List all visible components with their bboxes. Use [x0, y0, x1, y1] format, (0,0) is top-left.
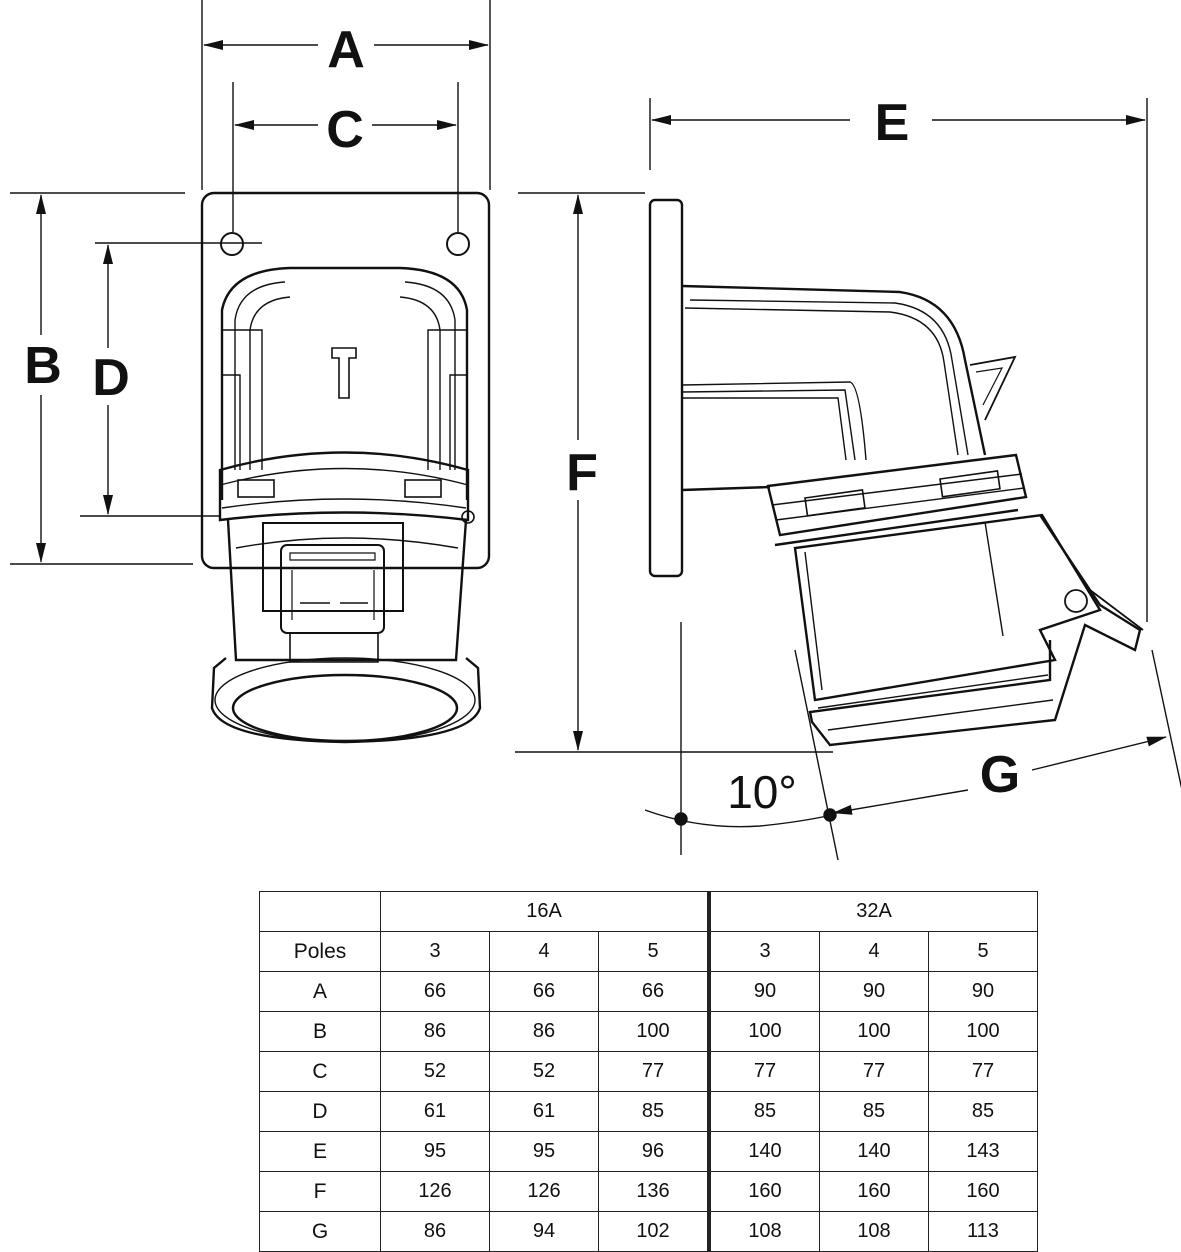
table-cell: 77 [598, 1051, 710, 1092]
table-cell: 126 [380, 1171, 490, 1212]
table-cell: 100 [819, 1011, 929, 1052]
table-cell: 126 [489, 1171, 599, 1212]
front-mounting-plate [200, 191, 491, 570]
table-pole-cell: 3 [707, 931, 820, 972]
label-a: A [327, 21, 365, 79]
front-housing-dome [220, 266, 469, 500]
table-row-label: B [259, 1011, 381, 1052]
table-cell: 90 [928, 971, 1038, 1012]
table-row-label: E [259, 1131, 381, 1172]
table-cell: 52 [380, 1051, 490, 1092]
label-c: C [326, 101, 364, 159]
label-angle: 10° [727, 766, 797, 818]
table-cell: 52 [489, 1051, 599, 1092]
table-row-label: F [259, 1171, 381, 1212]
table-cell: 160 [819, 1171, 929, 1212]
label-d: D [92, 349, 130, 407]
table-row-label: G [259, 1211, 381, 1252]
table-cell: 143 [928, 1131, 1038, 1172]
table-cell: 95 [489, 1131, 599, 1172]
side-socket-body [793, 513, 1102, 702]
table-cell: 96 [598, 1131, 710, 1172]
table-cell: 90 [819, 971, 929, 1012]
dimension-line-g [832, 789, 969, 815]
mounting-hole-left [220, 232, 244, 256]
side-mounting-plate [648, 198, 684, 578]
side-hinged-lid [808, 514, 1142, 747]
table-cell: 102 [598, 1211, 710, 1252]
side-dimensions [515, 98, 1181, 861]
table-row-label: A [259, 971, 381, 1012]
table-row-label: C [259, 1051, 381, 1092]
table-cell: 86 [380, 1011, 490, 1052]
side-elbow-body [681, 284, 987, 492]
table-group-header-row: 16A 32A [259, 891, 1038, 932]
front-view [200, 191, 491, 744]
plug-mark-t-outline [331, 347, 357, 399]
table-cell: 100 [928, 1011, 1038, 1052]
table-corner-cell [259, 891, 381, 932]
front-dimensions [10, 0, 491, 565]
table-cell: 61 [380, 1091, 490, 1132]
table-cell: 95 [380, 1131, 490, 1172]
table-cell: 77 [707, 1051, 820, 1092]
table-cell: 113 [928, 1211, 1038, 1252]
table-cell: 85 [928, 1091, 1038, 1132]
table-cell: 94 [489, 1211, 599, 1252]
table-pole-cell: 3 [380, 931, 490, 972]
label-f: F [566, 444, 598, 502]
table-cell: 77 [928, 1051, 1038, 1092]
table-cell: 160 [707, 1171, 820, 1212]
table-cell: 66 [380, 971, 490, 1012]
table-poles-row: Poles 3 4 5 3 4 5 [259, 931, 1038, 972]
table-cell: 140 [819, 1131, 929, 1172]
table-row-label: D [259, 1091, 381, 1132]
table-cell: 86 [489, 1011, 599, 1052]
side-collar-band [766, 453, 1028, 537]
table-cell: 77 [819, 1051, 929, 1092]
label-e: E [875, 94, 910, 152]
mounting-hole-right [446, 232, 470, 256]
table-cell: 108 [707, 1211, 820, 1252]
table-cell: 160 [928, 1171, 1038, 1212]
table-cell: 85 [819, 1091, 929, 1132]
table-pole-cell: 4 [489, 931, 599, 972]
table-group-header-16a: 16A [380, 891, 710, 932]
table-pole-cell: 4 [819, 931, 929, 972]
table-cell: 136 [598, 1171, 710, 1212]
table-poles-label: Poles [259, 931, 381, 972]
table-cell: 108 [819, 1211, 929, 1252]
table-cell: 90 [707, 971, 820, 1012]
table-cell: 85 [598, 1091, 710, 1132]
label-g: G [980, 746, 1020, 804]
technical-drawing: A C B D E F G 10° [10, 0, 1181, 861]
table-pole-cell: 5 [928, 931, 1038, 972]
label-b: B [24, 337, 62, 395]
table-cell: 85 [707, 1091, 820, 1132]
table-cell: 100 [707, 1011, 820, 1052]
front-latch [262, 522, 404, 612]
table-cell: 140 [707, 1131, 820, 1172]
table-cell: 100 [598, 1011, 710, 1052]
table-group-header-32a: 32A [707, 891, 1038, 932]
table-pole-cell: 5 [598, 931, 710, 972]
table-cell: 66 [489, 971, 599, 1012]
table-cell: 86 [380, 1211, 490, 1252]
side-view [648, 198, 1144, 747]
table-cell: 61 [489, 1091, 599, 1132]
table-cell: 66 [598, 971, 710, 1012]
front-lower-body [226, 519, 468, 662]
front-collar-ring [218, 451, 470, 522]
